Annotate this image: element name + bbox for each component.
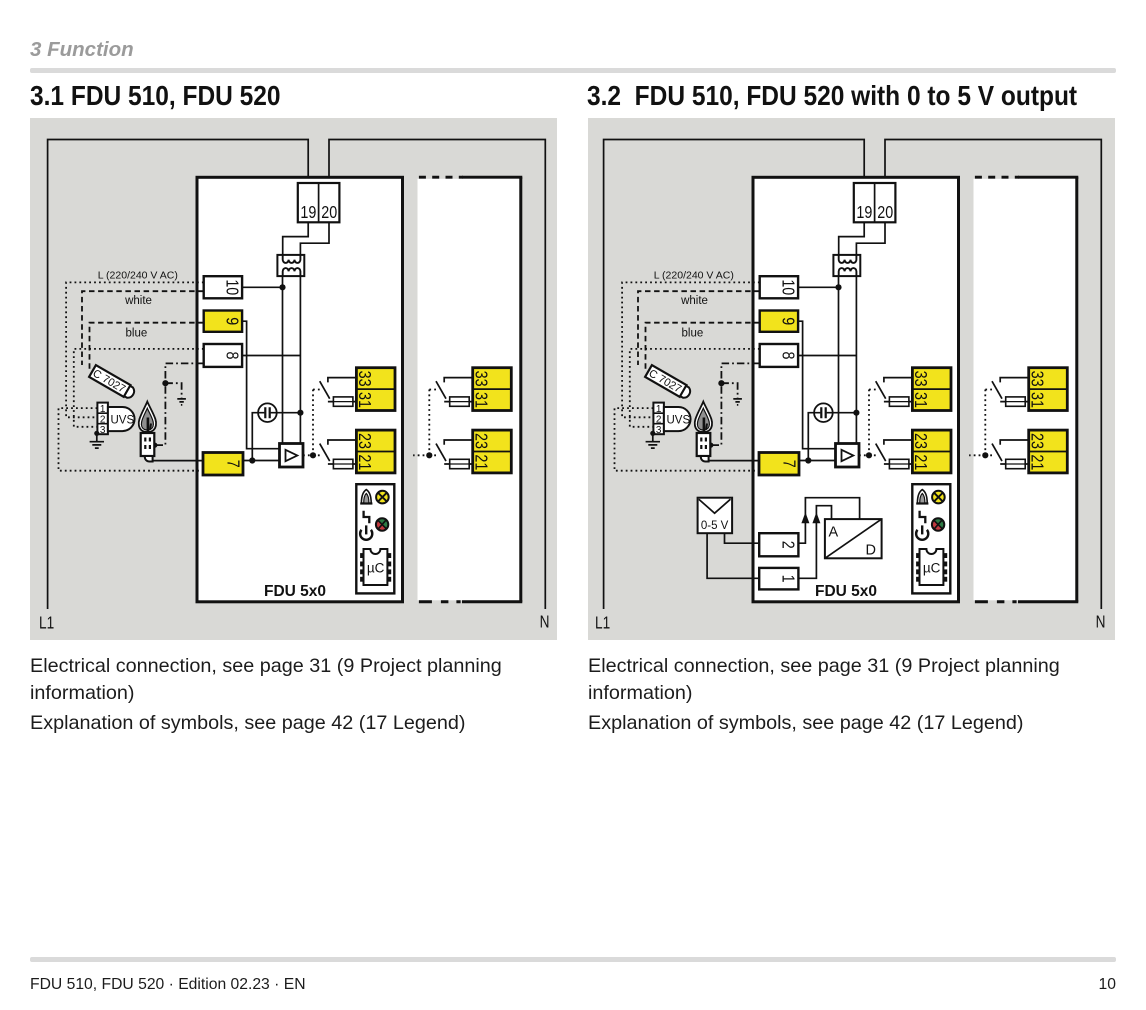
svg-text:UVS: UVS [111, 414, 135, 426]
svg-text:19: 19 [856, 204, 872, 223]
svg-text:FDU 5x0: FDU 5x0 [815, 583, 877, 600]
svg-text:2: 2 [778, 541, 797, 549]
svg-text:2: 2 [100, 415, 106, 426]
svg-text:2: 2 [656, 415, 662, 426]
svg-text:8: 8 [222, 352, 241, 360]
svg-text:white: white [680, 295, 708, 307]
svg-text:1: 1 [778, 575, 797, 583]
svg-text:10: 10 [222, 279, 241, 295]
svg-text:21: 21 [471, 454, 490, 470]
svg-text:N: N [540, 613, 550, 632]
svg-text:33: 33 [471, 371, 490, 387]
svg-text:31: 31 [911, 392, 930, 408]
svg-text:20: 20 [321, 204, 337, 223]
svg-text:FDU 5x0: FDU 5x0 [264, 583, 326, 600]
svg-text:µC: µC [923, 560, 941, 575]
svg-text:A: A [829, 525, 839, 541]
svg-text:7: 7 [779, 460, 798, 468]
svg-text:21: 21 [1027, 454, 1046, 470]
svg-text:33: 33 [911, 371, 930, 387]
svg-text:33: 33 [1027, 371, 1046, 387]
svg-text:L (220/240 V AC): L (220/240 V AC) [654, 270, 734, 282]
svg-text:23: 23 [355, 433, 374, 449]
svg-text:L (220/240 V AC): L (220/240 V AC) [98, 270, 178, 282]
svg-text:N: N [1096, 613, 1106, 632]
svg-text:1: 1 [100, 404, 106, 415]
svg-text:1: 1 [656, 404, 662, 415]
svg-text:23: 23 [1027, 433, 1046, 449]
svg-text:blue: blue [126, 328, 148, 340]
svg-text:8: 8 [778, 352, 797, 360]
svg-text:0-5 V: 0-5 V [701, 520, 729, 532]
svg-text:23: 23 [471, 433, 490, 449]
svg-text:21: 21 [355, 454, 374, 470]
svg-text:L1: L1 [39, 614, 54, 633]
svg-text:23: 23 [911, 433, 930, 449]
svg-text:21: 21 [911, 454, 930, 470]
svg-text:31: 31 [471, 392, 490, 408]
svg-text:9: 9 [222, 317, 241, 325]
svg-text:blue: blue [682, 328, 704, 340]
svg-text:L1: L1 [595, 614, 610, 633]
svg-text:31: 31 [355, 392, 374, 408]
svg-text:3: 3 [100, 425, 106, 436]
svg-text:9: 9 [778, 317, 797, 325]
svg-text:19: 19 [300, 204, 316, 223]
svg-text:7: 7 [223, 460, 242, 468]
svg-text:µC: µC [367, 560, 385, 575]
svg-text:20: 20 [877, 204, 893, 223]
svg-text:D: D [866, 543, 876, 559]
svg-text:33: 33 [355, 371, 374, 387]
svg-text:UVS: UVS [667, 414, 691, 426]
svg-text:3: 3 [656, 425, 662, 436]
svg-text:10: 10 [778, 279, 797, 295]
svg-text:31: 31 [1027, 392, 1046, 408]
svg-text:white: white [124, 295, 152, 307]
